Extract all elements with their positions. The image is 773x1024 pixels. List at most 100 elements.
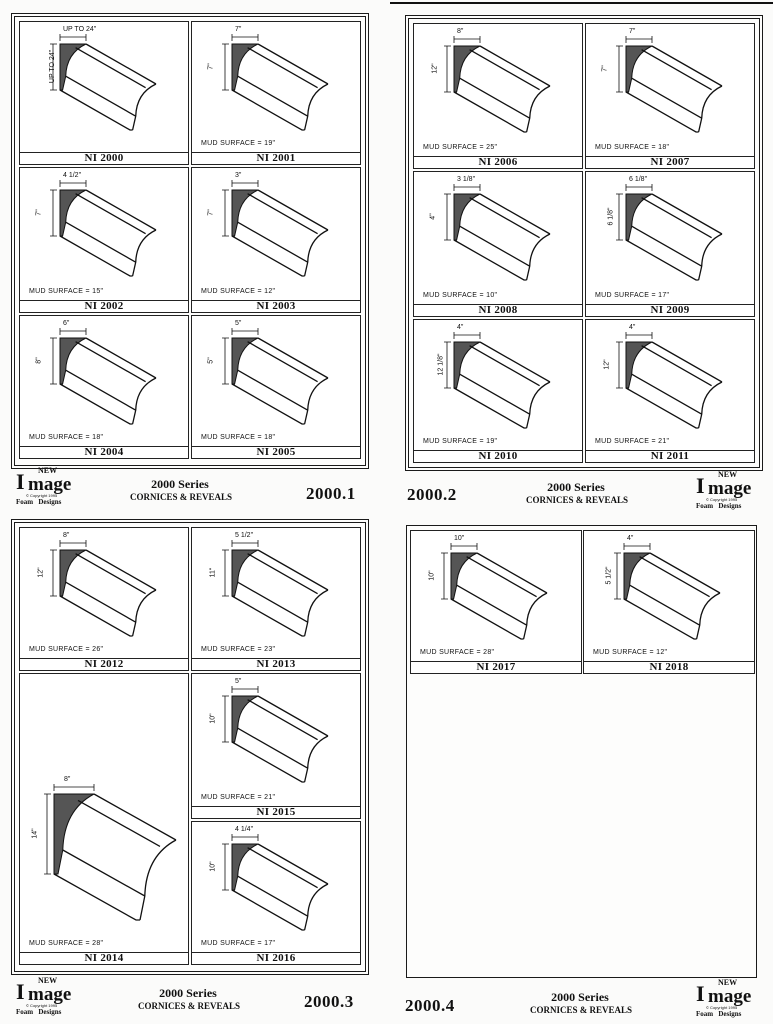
product-cell[interactable]: 7"7"MUD SURFACE = 19"NI 2001 xyxy=(191,21,361,165)
product-cell[interactable]: 10"10"MUD SURFACE = 28"NI 2017 xyxy=(410,530,582,674)
mud-surface-note: MUD SURFACE = 17" xyxy=(201,940,276,947)
height-dimension: 5 1/2" xyxy=(605,566,613,585)
product-code-label: NI 2000 xyxy=(20,152,188,165)
height-dimension: 14" xyxy=(31,828,39,839)
width-dimension: 3 1/8" xyxy=(457,176,476,183)
width-dimension: 3" xyxy=(235,172,242,179)
profile-section-shape xyxy=(625,45,653,93)
product-cell[interactable]: UP TO 24"UP TO 24"NI 2000 xyxy=(19,21,189,165)
molding-outline xyxy=(625,45,723,133)
width-dimension: 4 1/4" xyxy=(235,826,254,833)
molding-drawing xyxy=(222,686,329,783)
product-cell[interactable]: 4 1/4"10"MUD SURFACE = 17"NI 2016 xyxy=(191,821,361,965)
profile-section-shape xyxy=(59,43,87,91)
product-cell[interactable]: 4 1/2"7"MUD SURFACE = 15"NI 2002 xyxy=(19,167,189,313)
product-cell[interactable]: 8"14"MUD SURFACE = 28"NI 2014 xyxy=(19,673,189,965)
height-dimension: 5" xyxy=(207,357,215,364)
molding-drawing xyxy=(614,543,721,640)
width-dimension: 4 1/2" xyxy=(63,172,82,179)
product-code-label: NI 2012 xyxy=(20,658,188,671)
mud-surface-note: MUD SURFACE = 18" xyxy=(29,434,104,441)
product-cell[interactable]: 7"7"MUD SURFACE = 18"NI 2007 xyxy=(585,23,755,169)
product-code-label: NI 2007 xyxy=(586,156,754,169)
profile-section-shape xyxy=(53,793,95,875)
dimension-lines xyxy=(616,332,653,389)
mud-surface-note: MUD SURFACE = 15" xyxy=(29,288,104,295)
mud-surface-note: MUD SURFACE = 12" xyxy=(201,288,276,295)
molding-drawing xyxy=(50,34,157,131)
dimension-lines xyxy=(616,36,653,93)
height-dimension: 4" xyxy=(429,213,437,220)
height-dimension: 12" xyxy=(431,63,439,74)
mud-surface-note: MUD SURFACE = 17" xyxy=(595,292,670,299)
product-code-label: NI 2006 xyxy=(414,156,582,169)
dimension-lines xyxy=(222,180,259,237)
molding-outline xyxy=(453,45,551,133)
sheet-2000-4: 10"10"MUD SURFACE = 28"NI 2017 4"5 1/2"M… xyxy=(406,525,757,978)
height-dimension: 7" xyxy=(35,209,43,216)
height-dimension: 12" xyxy=(603,359,611,370)
dimension-lines xyxy=(614,543,651,600)
mud-surface-note: MUD SURFACE = 18" xyxy=(595,144,670,151)
mud-surface-note: MUD SURFACE = 28" xyxy=(420,649,495,656)
height-dimension: 7" xyxy=(207,63,215,70)
sheet-2000-2: 8"12"MUD SURFACE = 25"NI 2006 7"7"MUD SU… xyxy=(408,18,760,468)
product-code-label: NI 2009 xyxy=(586,304,754,317)
molding-outline xyxy=(231,695,329,783)
product-code-label: NI 2004 xyxy=(20,446,188,459)
molding-outline xyxy=(59,189,157,277)
product-code-label: NI 2003 xyxy=(192,300,360,313)
molding-outline xyxy=(59,337,157,425)
page-number: 2000.2 xyxy=(407,485,457,504)
product-cell[interactable]: 3"7"MUD SURFACE = 12"NI 2003 xyxy=(191,167,361,313)
profile-section-shape xyxy=(231,549,259,597)
product-cell[interactable]: 4"12"MUD SURFACE = 21"NI 2011 xyxy=(585,319,755,463)
height-dimension: 10" xyxy=(209,861,217,872)
product-cell[interactable]: 6"8"MUD SURFACE = 18"NI 2004 xyxy=(19,315,189,459)
dimension-lines xyxy=(50,540,87,597)
product-code-label: NI 2013 xyxy=(192,658,360,671)
profile-section-shape xyxy=(231,43,259,91)
profile-section-shape xyxy=(59,549,87,597)
product-code-label: NI 2015 xyxy=(192,806,360,819)
product-cell[interactable]: 4"5 1/2"MUD SURFACE = 12"NI 2018 xyxy=(583,530,755,674)
product-cell[interactable]: 4"12 1/8"MUD SURFACE = 19"NI 2010 xyxy=(413,319,583,463)
profile-section-shape xyxy=(231,843,259,891)
molding-drawing xyxy=(616,184,723,281)
product-cell[interactable]: 3 1/8"4"MUD SURFACE = 10"NI 2008 xyxy=(413,171,583,317)
mud-surface-note: MUD SURFACE = 25" xyxy=(423,144,498,151)
page-number: 2000.1 xyxy=(306,484,356,503)
product-cell[interactable]: 8"12"MUD SURFACE = 26"NI 2012 xyxy=(19,527,189,671)
width-dimension: 10" xyxy=(454,535,465,542)
product-cell[interactable]: 8"12"MUD SURFACE = 25"NI 2006 xyxy=(413,23,583,169)
width-dimension: 7" xyxy=(629,28,636,35)
profile-section-shape xyxy=(453,341,481,389)
profile-section-shape xyxy=(231,337,259,385)
width-dimension: UP TO 24" xyxy=(63,26,97,33)
height-dimension: 12 1/8" xyxy=(437,353,445,376)
molding-drawing xyxy=(222,180,329,277)
dimension-lines xyxy=(222,540,259,597)
product-cell[interactable]: 5 1/2"11"MUD SURFACE = 23"NI 2013 xyxy=(191,527,361,671)
profile-section-shape xyxy=(625,341,653,389)
product-cell[interactable]: 6 1/8"6 1/8"MUD SURFACE = 17"NI 2009 xyxy=(585,171,755,317)
product-code-label: NI 2014 xyxy=(20,952,188,965)
product-cell[interactable]: 5"5"MUD SURFACE = 18"NI 2005 xyxy=(191,315,361,459)
mud-surface-note: MUD SURFACE = 12" xyxy=(593,649,668,656)
dimension-lines xyxy=(441,543,478,600)
profile-section-shape xyxy=(59,189,87,237)
molding-drawing xyxy=(50,328,157,425)
dimension-lines xyxy=(222,328,259,385)
molding-drawing xyxy=(44,784,177,921)
product-cell[interactable]: 5"10"MUD SURFACE = 21"NI 2015 xyxy=(191,673,361,819)
molding-outline xyxy=(623,552,721,640)
width-dimension: 7" xyxy=(235,26,242,33)
molding-outline xyxy=(59,43,157,131)
molding-outline xyxy=(450,552,548,640)
molding-outline xyxy=(625,341,723,429)
height-dimension: 12" xyxy=(37,567,45,578)
